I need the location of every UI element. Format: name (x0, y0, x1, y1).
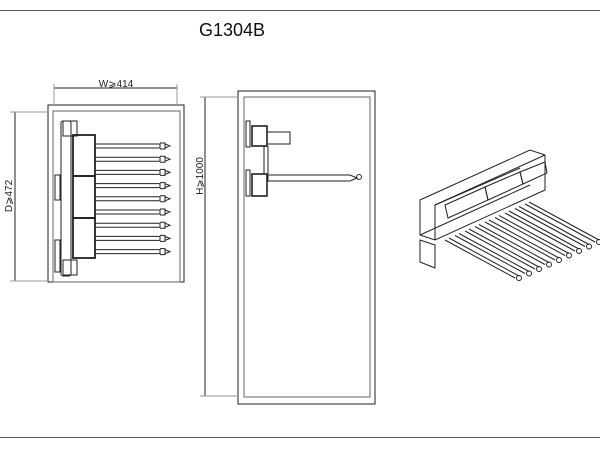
hanger-rod (95, 234, 172, 242)
hanger-rod (514, 206, 590, 247)
drawing-title: G1304B (199, 20, 266, 40)
depth-dimension: D⩾472 (4, 179, 15, 212)
hanger-rod (454, 233, 530, 274)
height-dimension: H⩾1000 (195, 157, 206, 195)
rod-end-cap (516, 275, 522, 281)
rods (95, 142, 172, 256)
side-view: H⩾1000 (195, 90, 376, 405)
hanger-rod (504, 210, 580, 252)
width-dimension: W⩾414 (99, 79, 134, 90)
basket (72, 217, 96, 259)
hanger-rod (95, 195, 172, 203)
rod-end-cap (556, 257, 562, 263)
hanger-rod (95, 168, 172, 176)
top-view: W⩾414 D⩾472 (4, 79, 185, 283)
rod-end-cap (546, 261, 552, 268)
rod-end-cap (596, 239, 600, 245)
hanger-rod (444, 237, 520, 279)
rod-end-cap (566, 252, 572, 259)
hanger-rod (95, 208, 172, 216)
hanger-rod (95, 155, 172, 163)
rod-end-cap (536, 266, 542, 272)
rod-end-cap (576, 248, 582, 254)
hanger-rod (464, 228, 540, 270)
rods (444, 201, 600, 281)
hanger-rod (95, 248, 172, 256)
rod-end-cap (586, 243, 592, 250)
hanger-rod (494, 215, 570, 256)
hanger-rod (484, 219, 560, 261)
basket (72, 175, 96, 219)
isometric-view (419, 149, 600, 281)
basket (72, 134, 96, 177)
rod-end-cap (526, 270, 532, 277)
hanger-rod (474, 224, 550, 265)
hanger-rod (95, 221, 172, 229)
hanger-rod (95, 182, 172, 190)
hanger-rod (95, 142, 172, 150)
hanger-rod (524, 201, 600, 243)
